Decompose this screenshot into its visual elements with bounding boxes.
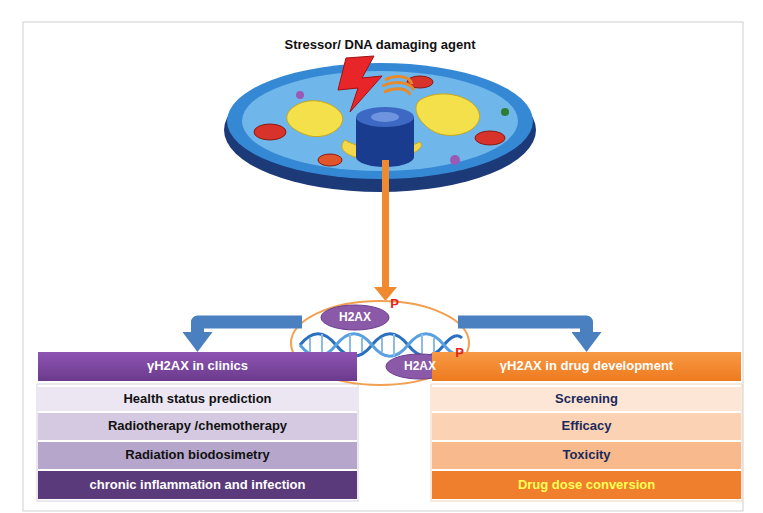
- node-label: Efficacy: [562, 419, 612, 433]
- node-label: γH2AX in drug development: [500, 359, 673, 373]
- node-label: Radiation biodosimetry: [125, 448, 269, 462]
- node-label: H2AX: [339, 311, 371, 324]
- list-band: Health status prediction: [38, 387, 357, 411]
- arrow-shaft: [382, 160, 389, 288]
- section-header: γH2AX in clinics: [38, 352, 357, 381]
- mitochondrion: [318, 154, 342, 166]
- golgi-apparatus: [382, 77, 414, 95]
- endoplasmic-reticulum: [287, 101, 343, 137]
- phospho-mark: P: [455, 346, 464, 360]
- endoplasmic-reticulum: [416, 94, 480, 136]
- frame: [23, 22, 743, 511]
- node-label: Radiotherapy /chemotherapy: [108, 419, 287, 433]
- phospho-mark: P: [390, 297, 399, 311]
- list-band: Drug dose conversion: [432, 471, 741, 499]
- diagram-title: Stressor/ DNA damaging agent: [180, 37, 580, 52]
- list-band: chronic inflammation and infection: [38, 471, 357, 499]
- node-label: Toxicity: [562, 448, 610, 462]
- vesicle: [296, 91, 304, 99]
- band-group-frame: [431, 384, 742, 501]
- histone-ellipse: H2AXP: [320, 304, 390, 331]
- node-label: Health status prediction: [123, 392, 271, 406]
- cell-membrane: [227, 63, 533, 179]
- cytoplasm: [242, 71, 518, 171]
- mitochondrion: [475, 131, 505, 145]
- list-band: Radiotherapy /chemotherapy: [38, 413, 357, 440]
- lightning-bolt: [338, 56, 382, 112]
- band-group-frame: [37, 384, 358, 501]
- mitochondrion: [254, 124, 286, 140]
- section-header: γH2AX in drug development: [432, 352, 741, 381]
- flow-arrow: [458, 322, 587, 332]
- list-band: Toxicity: [432, 442, 741, 469]
- ellipse-body: [321, 305, 389, 330]
- nucleolus: [371, 112, 399, 122]
- vesicle: [501, 108, 509, 116]
- flow-arrow: [198, 322, 303, 332]
- list-band: Radiation biodosimetry: [38, 442, 357, 469]
- nucleus-top: [356, 107, 414, 127]
- list-band: Efficacy: [432, 413, 741, 440]
- node-label: γH2AX in clinics: [147, 359, 248, 373]
- node-label: Screening: [555, 392, 618, 406]
- node-label: Drug dose conversion: [518, 478, 655, 492]
- node-label: H2AX: [404, 360, 436, 373]
- list-band: Screening: [432, 387, 741, 411]
- node-label: chronic inflammation and infection: [90, 478, 306, 492]
- vesicle: [450, 155, 460, 165]
